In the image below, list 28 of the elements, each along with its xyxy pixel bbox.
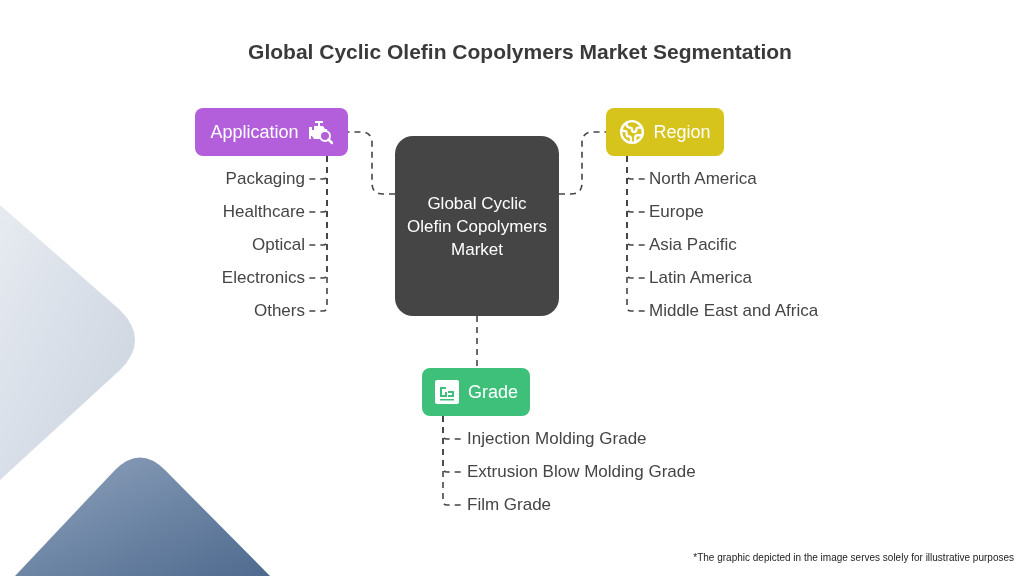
segment-label: Europe [649, 200, 859, 224]
segment-label: Middle East and Africa [649, 299, 859, 323]
dashed-connector [626, 155, 646, 312]
segment-label: North America [649, 167, 859, 191]
segment-label: Extrusion Blow Molding Grade [467, 460, 737, 484]
segment-label: Optical [195, 233, 305, 257]
category-label: Grade [468, 380, 518, 404]
footnote: *The graphic depicted in the image serves solely for illustrative purposes [693, 551, 1014, 565]
segment-label: Electronics [195, 266, 305, 290]
segment-label: Film Grade [467, 493, 737, 517]
center-box: Global Cyclic Olefin Copolymers Market [395, 136, 559, 316]
segment-label: Others [195, 299, 305, 323]
segment-label: Packaging [195, 167, 305, 191]
dashed-connector [308, 155, 328, 312]
category-box [606, 108, 724, 156]
segment-label: Injection Molding Grade [467, 427, 737, 451]
dashed-connector [347, 131, 396, 195]
segment-label: Healthcare [195, 200, 305, 224]
segment-label: Latin America [649, 266, 859, 290]
category-label: Application [210, 120, 299, 144]
category-box [195, 108, 348, 156]
dashed-connector [476, 315, 478, 369]
category-box [422, 368, 530, 416]
dashed-connector [442, 415, 464, 506]
title: Global Cyclic Olefin Copolymers Market Segmentation [247, 39, 793, 65]
category-label: Region [653, 120, 711, 144]
dashed-connector [558, 131, 607, 195]
segment-label: Asia Pacific [649, 233, 859, 257]
